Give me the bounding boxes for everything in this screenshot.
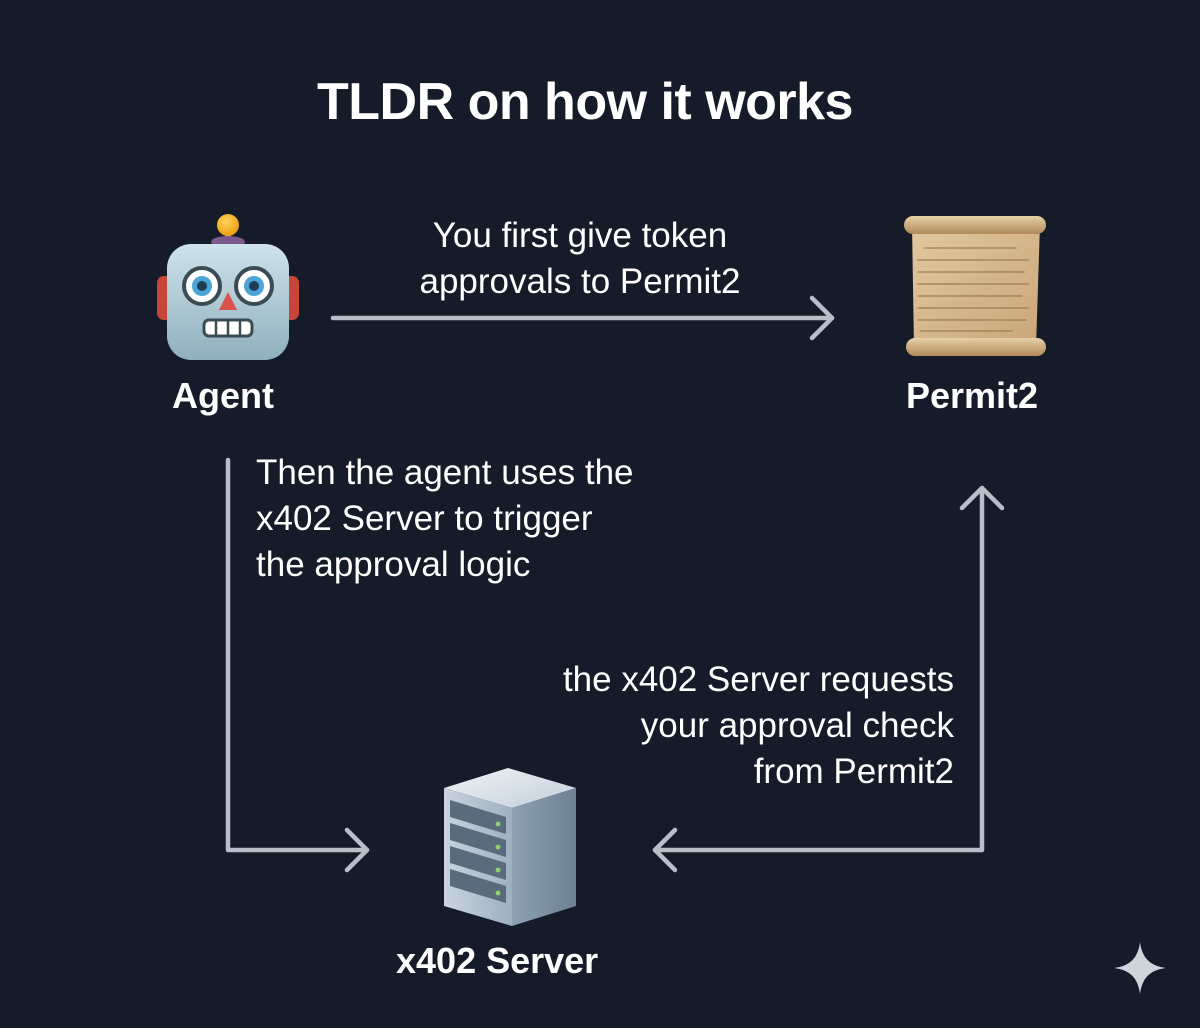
diagram-title: TLDR on how it works: [317, 73, 853, 131]
scroll-icon: [904, 216, 1046, 356]
arrow-agent-to-permit2: [330, 295, 835, 341]
arrow-agent-to-server: [225, 457, 370, 873]
robot-icon: [157, 214, 299, 360]
arrow-server-to-permit2: [652, 485, 1005, 873]
agent-label: Agent: [172, 375, 274, 416]
permit2-label: Permit2: [906, 375, 1039, 416]
step1-text: You first give token approvals to Permit…: [419, 216, 741, 301]
server-label: x402 Server: [396, 940, 599, 981]
step3-text: the x402 Server requests your approval c…: [562, 660, 954, 791]
server-icon: [444, 768, 576, 926]
step2-text: Then the agent uses the x402 Server to t…: [256, 453, 634, 584]
sparkle-icon: [1114, 942, 1166, 994]
